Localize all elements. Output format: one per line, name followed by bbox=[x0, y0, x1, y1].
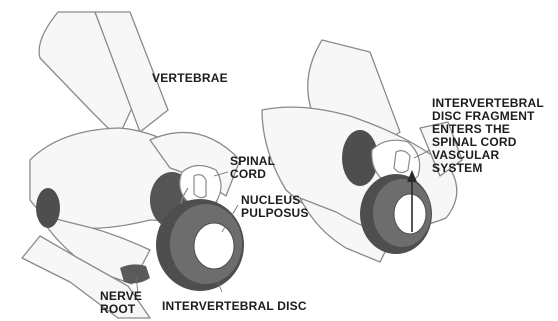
label-nucleus-pulposus: NUCLEUS PULPOSUS bbox=[241, 194, 309, 220]
label-vertebrae: VERTEBRAE bbox=[152, 72, 228, 85]
left-nerve-root bbox=[120, 264, 150, 283]
left-intervertebral-disc bbox=[156, 199, 244, 291]
right-nucleus-pulposus bbox=[394, 194, 426, 234]
left-joint-shadow bbox=[36, 188, 60, 228]
right-intervertebral-disc bbox=[360, 174, 432, 254]
left-nucleus-pulposus bbox=[194, 223, 234, 269]
label-nerve-root: NERVE ROOT bbox=[100, 290, 142, 316]
label-intervertebral-disc: INTERVERTEBRAL DISC bbox=[162, 300, 307, 313]
label-fragment-note: INTERVERTEBRAL DISC FRAGMENT ENTERS THE … bbox=[432, 97, 544, 175]
label-spinal-cord: SPINAL CORD bbox=[230, 155, 275, 181]
